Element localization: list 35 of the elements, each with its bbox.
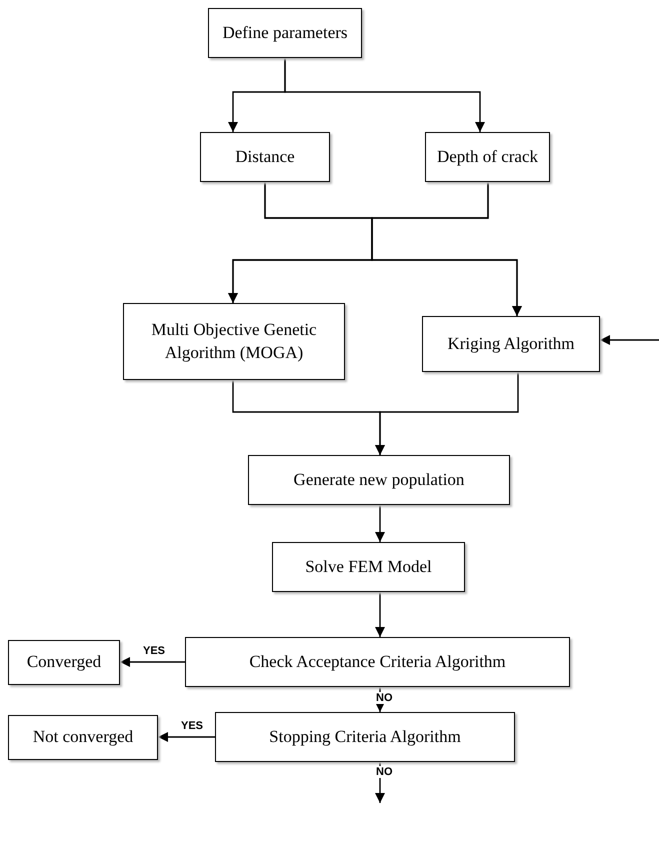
arrow [371,182,522,316]
edge-label: YES [180,720,204,732]
process-box [272,542,465,592]
box-text: Not converged [32,726,134,748]
box-text: Check Acceptance Criteria Algorithm [249,650,506,673]
box-text: Distance [235,146,295,168]
edge-label: NO [375,692,394,704]
process-box [185,637,570,687]
process-box [208,8,362,58]
box-text: Stopping Criteria Algorithm [269,726,461,748]
box-text: Define parameters [222,22,348,44]
arrow [120,657,185,667]
arrow [158,732,215,742]
arrow [284,58,485,132]
process-box [215,712,515,762]
box-text: Multi Objective Genetic Algorithm (MOGA) [150,318,318,364]
process-box [123,303,345,380]
process-box [422,316,600,372]
box-text: Kriging Algorithm [447,332,575,355]
process-box [248,455,510,505]
process-box [8,715,158,760]
process-box [200,132,330,182]
box-text: Depth of crack [436,146,538,168]
arrow [375,372,519,455]
process-box [425,132,550,182]
edge-label: NO [375,766,394,778]
box-text: Solve FEM Model [305,556,432,578]
edge-label: YES [142,645,166,658]
process-box [8,640,120,685]
arrow [375,505,385,542]
arrow [375,762,385,803]
arrow [375,592,385,637]
box-text: Converged [26,651,102,674]
box-text: Generate new population [294,468,464,491]
arrow [600,335,659,345]
